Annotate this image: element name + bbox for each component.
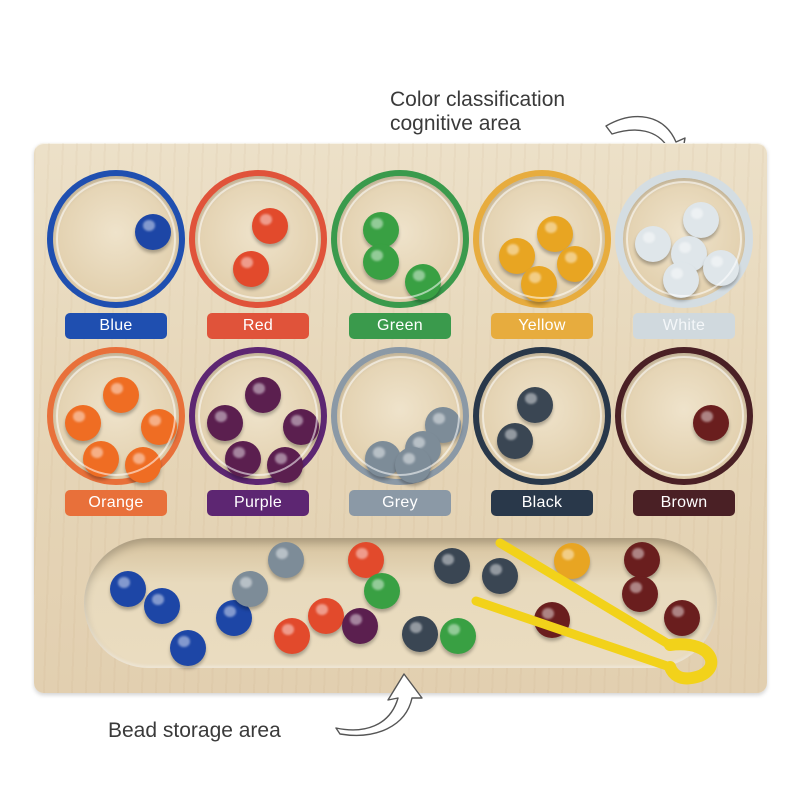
- bead-white[interactable]: [683, 202, 719, 238]
- storage-bead[interactable]: [440, 618, 476, 654]
- bin-brown[interactable]: [615, 347, 753, 485]
- curved-arrow-icon-bottom: [335, 673, 423, 736]
- bead-purple[interactable]: [207, 405, 243, 441]
- bin-label-purple: Purple: [207, 490, 309, 516]
- storage-bead[interactable]: [268, 542, 304, 578]
- storage-bead[interactable]: [308, 598, 344, 634]
- bead-black[interactable]: [497, 423, 533, 459]
- storage-bead[interactable]: [402, 616, 438, 652]
- storage-bead[interactable]: [482, 558, 518, 594]
- bead-storage-tray: [84, 538, 717, 668]
- bead-white[interactable]: [703, 250, 739, 286]
- bin-grey[interactable]: [331, 347, 469, 485]
- bin-label-red: Red: [207, 313, 309, 339]
- caption-line-2: cognitive area: [390, 112, 521, 135]
- storage-bead[interactable]: [664, 600, 700, 636]
- storage-bead[interactable]: [622, 576, 658, 612]
- bead-green[interactable]: [363, 244, 399, 280]
- bead-yellow[interactable]: [537, 216, 573, 252]
- bead-purple[interactable]: [267, 447, 303, 483]
- bead-red[interactable]: [233, 251, 269, 287]
- bin-orange[interactable]: [47, 347, 185, 485]
- storage-bead[interactable]: [342, 608, 378, 644]
- bead-purple[interactable]: [245, 377, 281, 413]
- bin-label-orange: Orange: [65, 490, 167, 516]
- storage-bead[interactable]: [364, 573, 400, 609]
- bead-orange[interactable]: [141, 409, 177, 445]
- storage-bead[interactable]: [434, 548, 470, 584]
- bin-label-blue: Blue: [65, 313, 167, 339]
- bead-white[interactable]: [635, 226, 671, 262]
- storage-bead[interactable]: [624, 542, 660, 578]
- bin-label-white: White: [633, 313, 735, 339]
- bin-purple[interactable]: [189, 347, 327, 485]
- bead-yellow[interactable]: [557, 246, 593, 282]
- bin-label-yellow: Yellow: [491, 313, 593, 339]
- classification-area-caption: Color classification cognitive area: [390, 88, 565, 136]
- storage-area-caption: Bead storage area: [108, 719, 281, 742]
- bead-brown[interactable]: [693, 405, 729, 441]
- bin-label-green: Green: [349, 313, 451, 339]
- bead-green[interactable]: [363, 212, 399, 248]
- bin-green[interactable]: [331, 170, 469, 308]
- storage-bead[interactable]: [144, 588, 180, 624]
- bin-blue[interactable]: [47, 170, 185, 308]
- bead-orange[interactable]: [103, 377, 139, 413]
- storage-bead[interactable]: [232, 571, 268, 607]
- bin-yellow[interactable]: [473, 170, 611, 308]
- storage-bead[interactable]: [110, 571, 146, 607]
- bead-purple[interactable]: [283, 409, 319, 445]
- bin-label-brown: Brown: [633, 490, 735, 516]
- bin-label-grey: Grey: [349, 490, 451, 516]
- caption-line-1: Color classification: [390, 88, 566, 111]
- bin-red[interactable]: [189, 170, 327, 308]
- bead-grey[interactable]: [395, 447, 431, 483]
- bead-purple[interactable]: [225, 441, 261, 477]
- bead-yellow[interactable]: [521, 266, 557, 302]
- bead-white[interactable]: [663, 262, 699, 298]
- bead-orange[interactable]: [125, 447, 161, 483]
- storage-bead[interactable]: [170, 630, 206, 666]
- bead-green[interactable]: [405, 264, 441, 300]
- bin-label-black: Black: [491, 490, 593, 516]
- storage-bead[interactable]: [274, 618, 310, 654]
- bin-black[interactable]: [473, 347, 611, 485]
- bead-orange[interactable]: [65, 405, 101, 441]
- storage-bead[interactable]: [348, 542, 384, 578]
- bead-red[interactable]: [252, 208, 288, 244]
- bead-orange[interactable]: [83, 441, 119, 477]
- bead-blue[interactable]: [135, 214, 171, 250]
- storage-bead[interactable]: [554, 543, 590, 579]
- bin-white[interactable]: [615, 170, 753, 308]
- bead-black[interactable]: [517, 387, 553, 423]
- tweezers-icon: [471, 538, 718, 685]
